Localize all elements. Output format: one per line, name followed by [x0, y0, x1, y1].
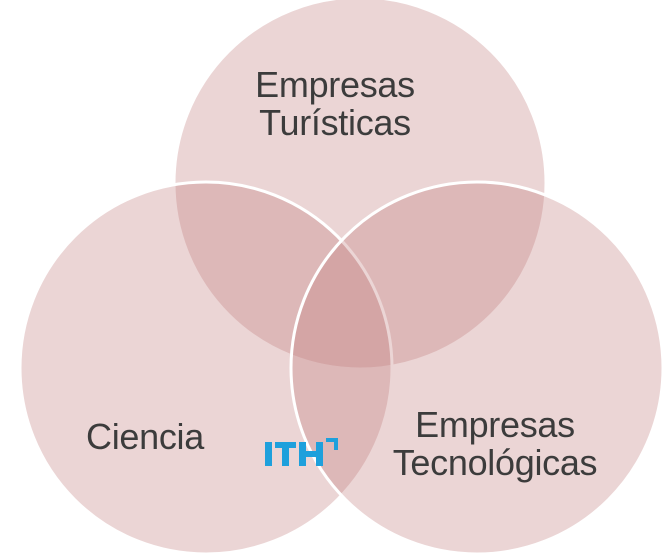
set-label-line: Ciencia [86, 416, 204, 457]
set-label-line: Empresas [415, 404, 575, 445]
logo-corner-mark-icon [326, 438, 338, 450]
logo-letter-i [265, 442, 272, 466]
ith-logo [265, 438, 338, 466]
venn-circle-left [18, 180, 394, 555]
set-label-line: Turísticas [259, 102, 411, 143]
logo-letter-h-bar [299, 451, 323, 457]
set-label-line: Empresas [255, 64, 415, 105]
set-label-empresas-turisticas: Empresas Turísticas [210, 66, 460, 142]
set-label-ciencia: Ciencia [60, 418, 230, 456]
venn-circle-right [289, 180, 665, 555]
logo-letter-t-stem [282, 442, 289, 466]
set-label-empresas-tecnologicas: Empresas Tecnológicas [370, 406, 620, 482]
set-label-line: Tecnológicas [392, 442, 598, 483]
venn-circle-top [172, 0, 548, 371]
